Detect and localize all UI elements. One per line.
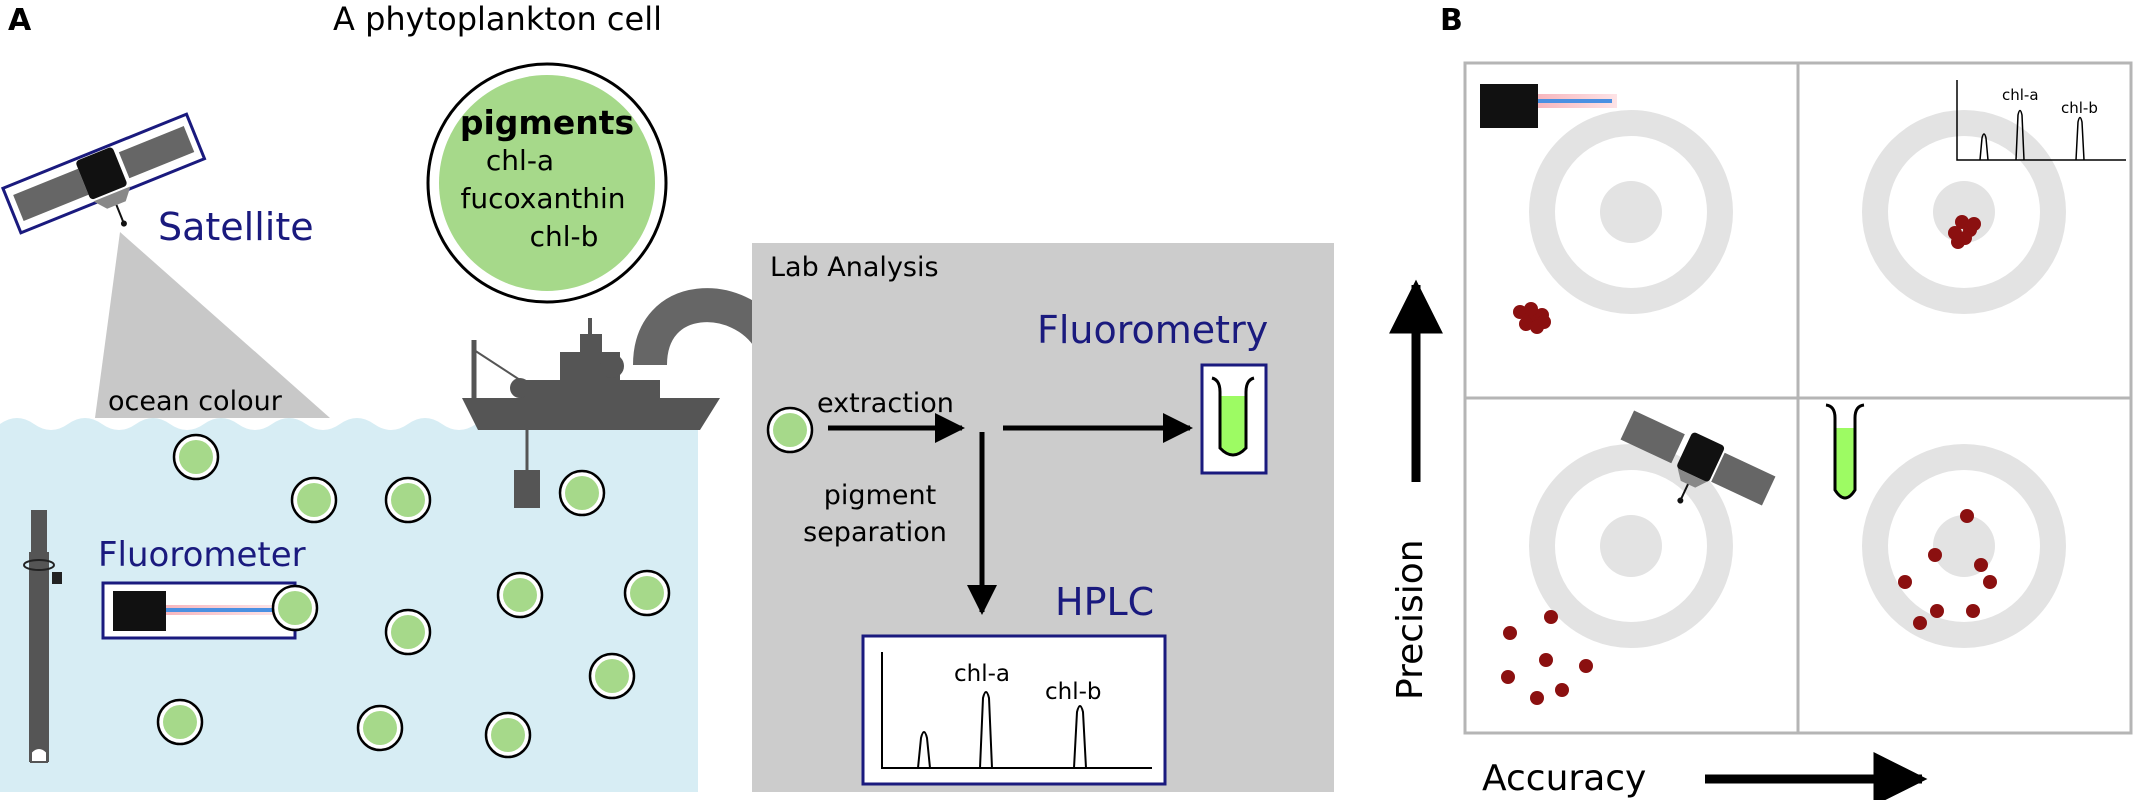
hit-dot	[1966, 604, 1980, 618]
hplc-peak-label: chl-a	[954, 661, 1010, 687]
target-bullseye	[1600, 515, 1662, 577]
hit-dot	[1579, 659, 1593, 673]
phytoplankton-cell-fill	[179, 440, 213, 474]
panel-b-letter: B	[1440, 3, 1463, 38]
hit-dot	[1544, 610, 1558, 624]
hit-dot	[1974, 558, 1988, 572]
phytoplankton-cells	[156, 406, 814, 759]
target-ring	[1529, 110, 1733, 314]
pigment-item: chl-a	[486, 144, 554, 177]
phytoplankton-cell-fill	[391, 615, 425, 649]
hit-dot	[1539, 653, 1553, 667]
target-ring	[1529, 444, 1733, 648]
panel-a: A Satellite ocean colour A phytoplankton…	[0, 0, 1334, 792]
mini-peak-label: chl-a	[2002, 86, 2039, 104]
phytoplankton-cell-fill	[297, 483, 331, 517]
satellite-footprint	[95, 232, 330, 418]
fluorometer-label: Fluorometer	[98, 535, 306, 575]
target-hits	[1501, 215, 1997, 705]
hplc-label: HPLC	[1055, 580, 1154, 624]
separation-label-line1: pigment	[824, 480, 936, 511]
ship-icon	[462, 318, 720, 508]
satellite-label: Satellite	[158, 205, 314, 249]
hit-dot	[1983, 575, 1997, 589]
hit-dot	[1530, 691, 1544, 705]
hplc-axes	[881, 652, 1152, 769]
hit-dot	[1501, 670, 1515, 684]
target-bullseye	[1600, 181, 1662, 243]
hit-dot	[1967, 217, 1981, 231]
hit-dot	[1960, 509, 1974, 523]
precision-label: Precision	[1390, 539, 1431, 700]
lab-analysis-title: Lab Analysis	[770, 252, 939, 283]
cuvette-icon	[1211, 376, 1255, 457]
phytoplankton-cell-fill	[391, 483, 425, 517]
fluorometer-probe-icon	[23, 510, 62, 763]
hplc-peak-label: chl-b	[1045, 679, 1102, 705]
hit-dot	[1555, 683, 1569, 697]
hit-dot	[1898, 575, 1912, 589]
pigments-heading: pigments	[460, 103, 634, 142]
fluorometer-sensor-icon	[1480, 84, 1617, 128]
ocean-colour-label: ocean colour	[108, 386, 283, 417]
hit-dot	[1930, 604, 1944, 618]
phytoplankton-cell-fill	[363, 711, 397, 745]
hplc-mini-chart-icon	[1956, 80, 2126, 161]
pigment-item: fucoxanthin	[461, 182, 626, 215]
target-ring	[1862, 444, 2066, 648]
hit-dot	[1928, 548, 1942, 562]
hit-dot	[1524, 302, 1538, 316]
accuracy-label: Accuracy	[1482, 758, 1646, 799]
panel-a-letter: A	[8, 3, 32, 38]
target-ring	[1862, 110, 2066, 314]
phytoplankton-cell-fill	[565, 476, 599, 510]
phytoplankton-cell-fill	[630, 576, 664, 610]
satellite-icon	[0, 112, 207, 235]
fluorometry-label: Fluorometry	[1037, 308, 1268, 352]
panel-b: B chl-a chl-b	[1389, 3, 2133, 800]
separation-label-line2: separation	[803, 517, 947, 548]
phytoplankton-cell-fill	[278, 591, 312, 625]
ocean-water	[0, 418, 698, 792]
phytoplankton-cell-fill	[163, 705, 197, 739]
hit-dot	[1519, 317, 1533, 331]
cell-inner	[439, 75, 655, 291]
hplc-chart-frame	[861, 634, 1167, 786]
phytoplankton-cell-fill	[503, 578, 537, 612]
cuvette-icon-small	[1825, 403, 1865, 500]
pigment-item: chl-b	[530, 220, 599, 253]
hplc-peaks	[917, 691, 1087, 769]
phytoplankton-cell-fill	[773, 413, 807, 447]
phytoplankton-cell-fill	[595, 659, 629, 693]
phytoplankton-cell-fill	[491, 718, 525, 752]
fluorometer-sensor	[113, 591, 166, 631]
hit-dot	[1913, 616, 1927, 630]
hit-dot	[1537, 315, 1551, 329]
hit-dot	[1951, 235, 1965, 249]
mini-peak-label: chl-b	[2061, 99, 2098, 117]
cell-title: A phytoplankton cell	[333, 0, 662, 38]
hit-dot	[1513, 305, 1527, 319]
extraction-label: extraction	[817, 388, 954, 419]
hit-dot	[1503, 626, 1517, 640]
satellite-icon-small	[1620, 410, 1776, 506]
